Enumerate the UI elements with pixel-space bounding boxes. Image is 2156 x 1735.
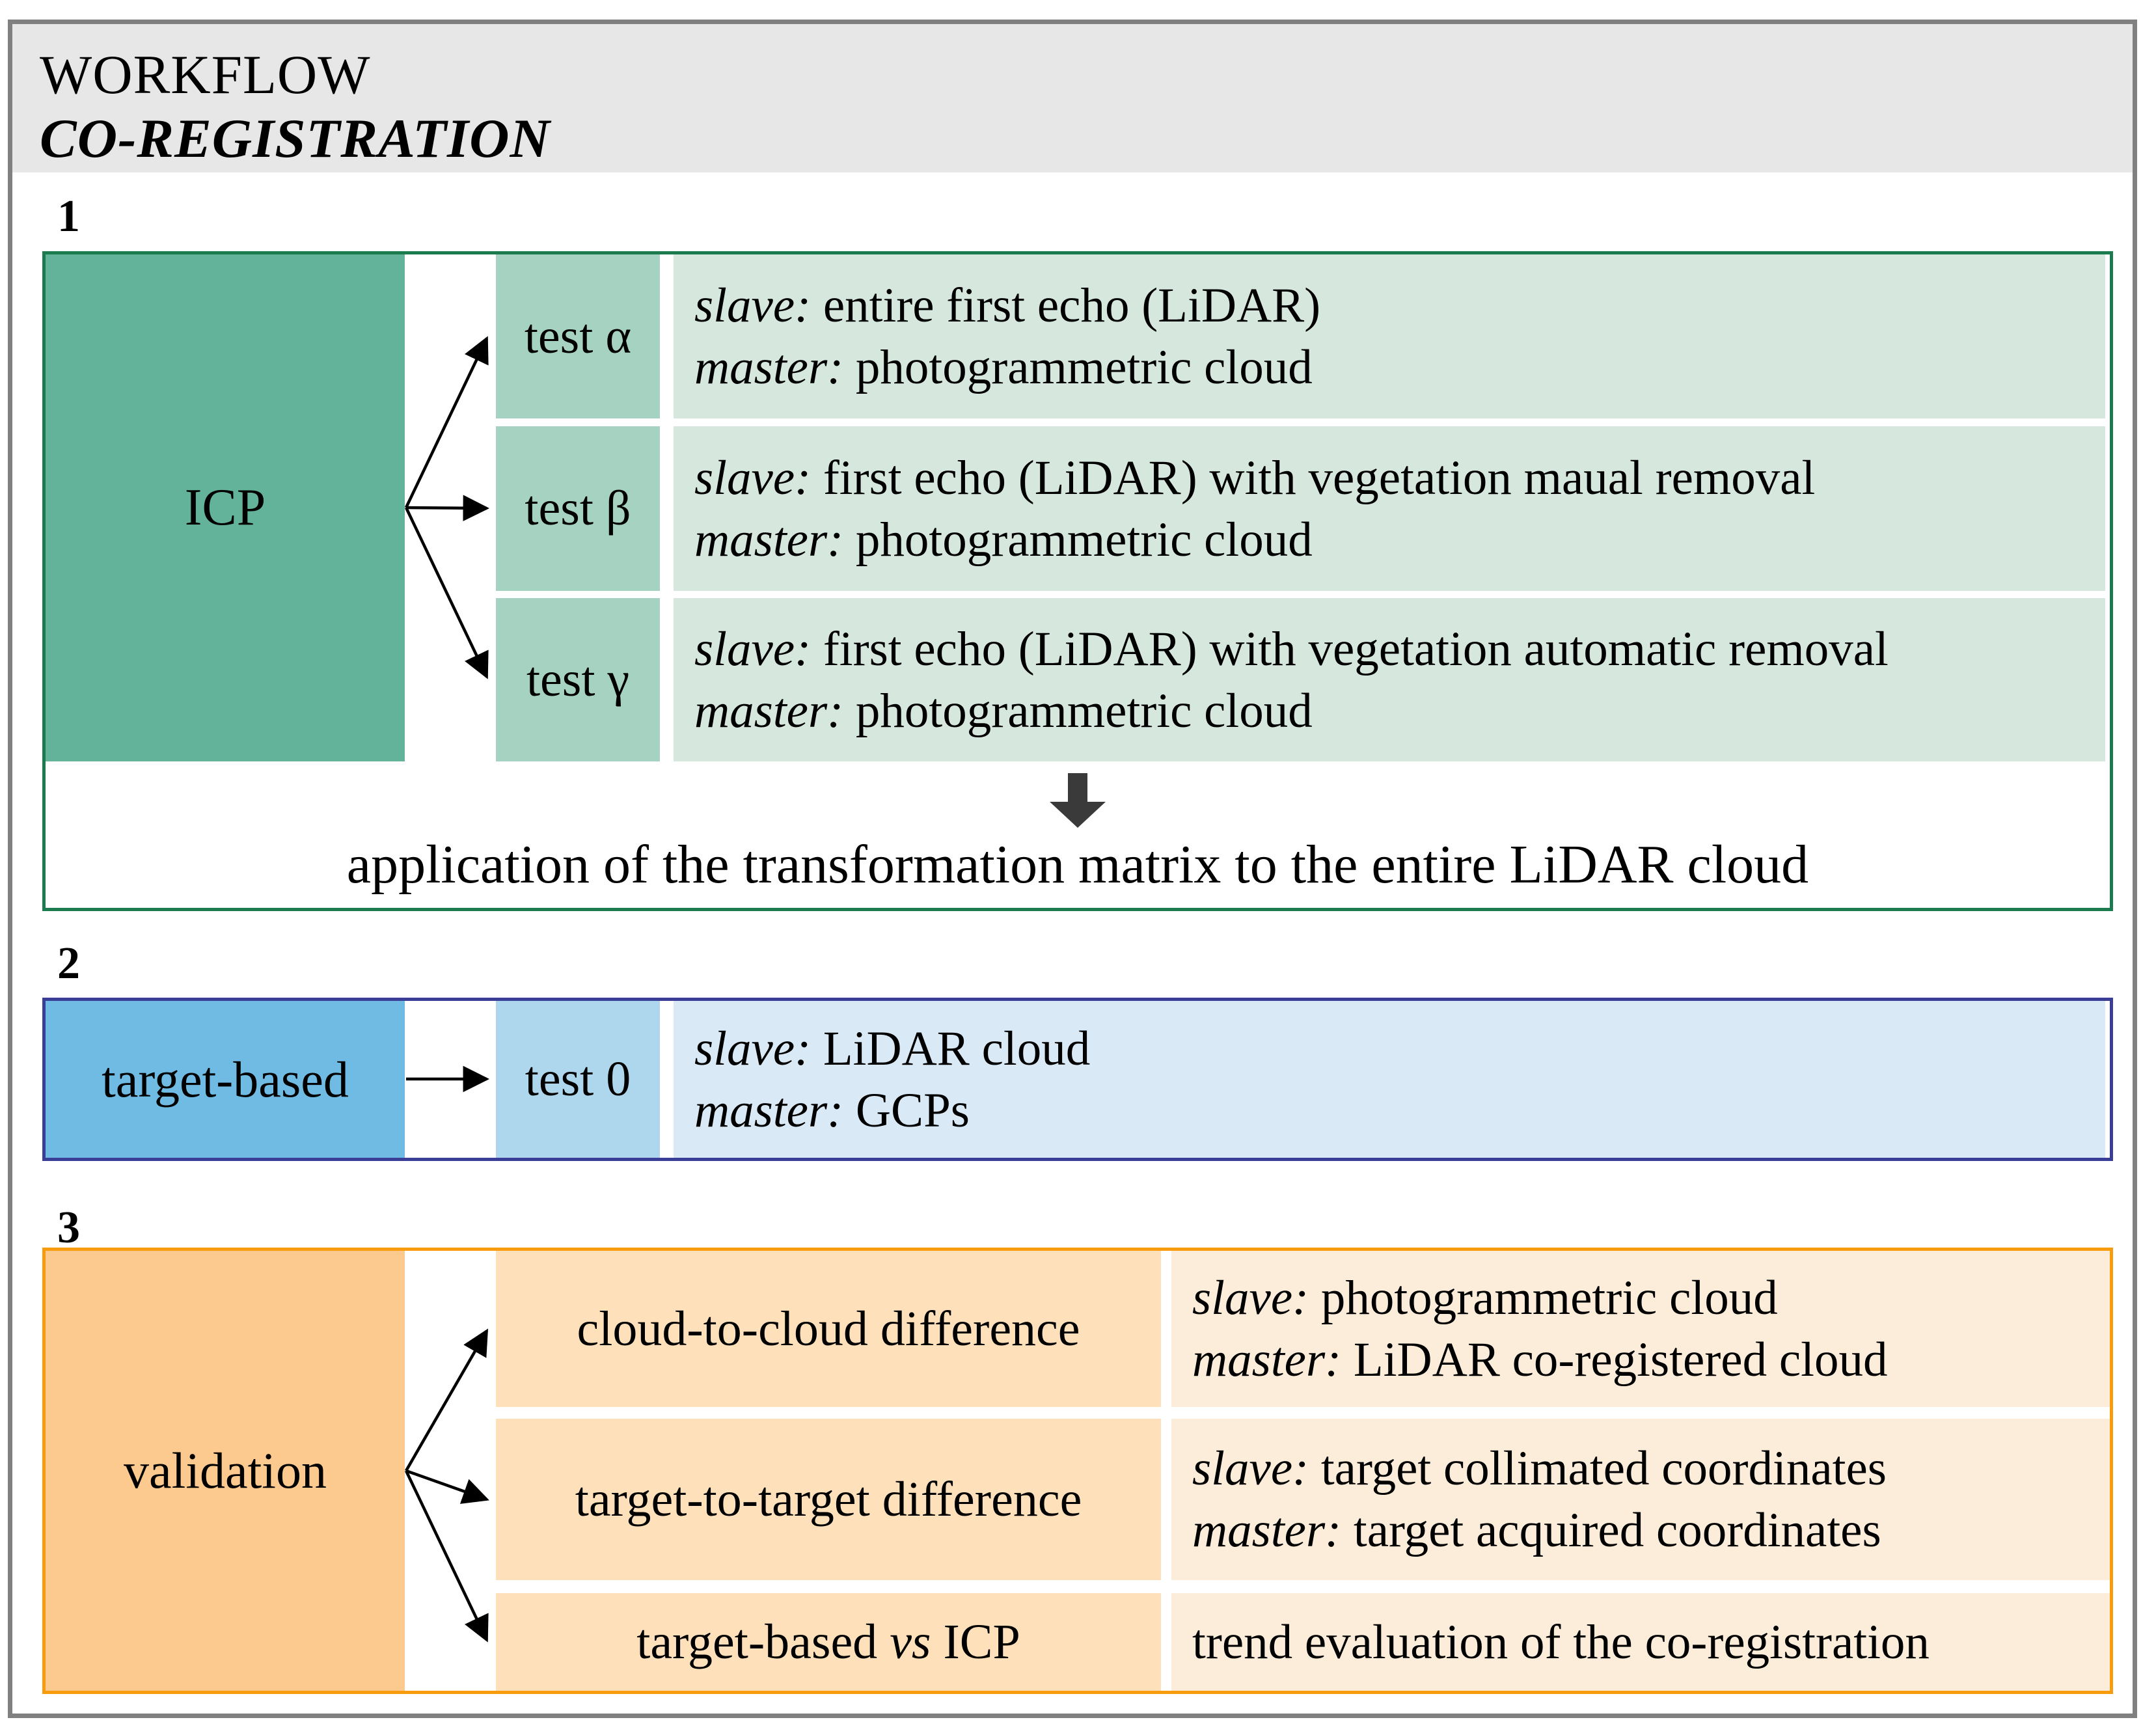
slave-line: slave: first echo (LiDAR) with vegetatio…	[694, 447, 1815, 509]
section1-icp-box: ICP test α test β test γ slave: entire f…	[42, 251, 2113, 911]
master-value: photogrammetric cloud	[855, 683, 1313, 738]
cloud-to-cloud-description: slave: photogrammetric cloud master: LiD…	[1171, 1251, 2110, 1407]
slave-label: slave:	[694, 1021, 812, 1076]
test-beta-label: test β	[525, 481, 631, 536]
master-label: master:	[694, 340, 844, 394]
validation-source-cell: validation	[46, 1251, 405, 1691]
master-line: master: photogrammetric cloud	[694, 680, 1313, 742]
slave-value: entire first echo (LiDAR)	[823, 279, 1321, 333]
test-beta-description: slave: first echo (LiDAR) with vegetatio…	[674, 426, 2105, 591]
target-to-target-cell: target-to-target difference	[496, 1419, 1161, 1580]
test-zero-label: test 0	[525, 1052, 631, 1106]
slave-value: LiDAR cloud	[823, 1021, 1091, 1076]
slave-value: first echo (LiDAR) with vegetation autom…	[823, 622, 1889, 676]
master-value: LiDAR co-registered cloud	[1353, 1333, 1888, 1387]
result-line: trend evaluation of the co-registration	[1192, 1611, 1930, 1673]
target-to-target-description: slave: target collimated coordinates mas…	[1171, 1419, 2110, 1580]
page-title: WORKFLOW	[40, 44, 371, 105]
test-alpha-description: slave: entire first echo (LiDAR) master:…	[674, 254, 2105, 418]
master-value: photogrammetric cloud	[855, 512, 1313, 567]
slave-value: target collimated coordinates	[1320, 1441, 1887, 1496]
slave-label: slave:	[694, 622, 812, 676]
validation-label: validation	[124, 1442, 327, 1499]
test-gamma-description: slave: first echo (LiDAR) with vegetatio…	[674, 598, 2105, 761]
header: WORKFLOW CO-REGISTRATION	[12, 24, 2133, 172]
master-label: master:	[694, 512, 844, 567]
page-subtitle: CO-REGISTRATION	[40, 108, 551, 169]
slave-value: photogrammetric cloud	[1320, 1271, 1778, 1325]
section3-validation-box: validation cloud-to-cloud difference tar…	[42, 1248, 2113, 1694]
cloud-to-cloud-label: cloud-to-cloud difference	[577, 1301, 1080, 1356]
target-based-source-cell: target-based	[46, 1001, 405, 1158]
slave-label: slave:	[1192, 1271, 1309, 1325]
section2-target-based-box: target-based test 0 slave: LiDAR cloud m…	[42, 998, 2113, 1161]
trend-evaluation-description: trend evaluation of the co-registration	[1171, 1593, 2110, 1691]
slave-line: slave: first echo (LiDAR) with vegetatio…	[694, 618, 1889, 680]
icp-source-cell: ICP	[46, 254, 405, 761]
master-label: master:	[1192, 1503, 1342, 1557]
test-alpha-label: test α	[524, 308, 632, 364]
master-label: master:	[1192, 1333, 1342, 1387]
target-based-label: target-based	[102, 1050, 349, 1108]
master-value: photogrammetric cloud	[855, 340, 1313, 394]
master-line: master: photogrammetric cloud	[694, 509, 1313, 571]
master-label: master:	[694, 683, 844, 738]
slave-line: slave: entire first echo (LiDAR)	[694, 275, 1320, 336]
test-zero-description: slave: LiDAR cloud master: GCPs	[674, 1001, 2105, 1158]
section3-number: 3	[57, 1203, 80, 1253]
target-based-vs-icp-cell: target-based vs ICP	[496, 1593, 1161, 1691]
icp-label: ICP	[184, 479, 266, 536]
slave-label: slave:	[1192, 1441, 1309, 1496]
master-line: master: target acquired coordinates	[1192, 1499, 1881, 1561]
master-line: master: photogrammetric cloud	[694, 336, 1313, 398]
test-gamma-cell: test γ	[496, 598, 660, 761]
master-label: master:	[694, 1083, 844, 1138]
test-beta-cell: test β	[496, 426, 660, 591]
test-alpha-cell: test α	[496, 254, 660, 418]
master-value: GCPs	[855, 1083, 970, 1138]
result-note: trend evaluation of the co-registration	[1192, 1615, 1930, 1669]
vs-label: vs	[890, 1614, 931, 1669]
transformation-note: application of the transformation matrix…	[346, 834, 1809, 895]
slave-value: first echo (LiDAR) with vegetation maual…	[823, 450, 1816, 505]
slave-line: slave: target collimated coordinates	[1192, 1438, 1887, 1499]
slave-line: slave: photogrammetric cloud	[1192, 1267, 1778, 1329]
master-line: master: LiDAR co-registered cloud	[1192, 1329, 1887, 1391]
section1-number: 1	[57, 191, 80, 241]
slave-label: slave:	[694, 279, 812, 333]
cloud-to-cloud-cell: cloud-to-cloud difference	[496, 1251, 1161, 1407]
test-gamma-label: test γ	[526, 652, 630, 707]
slave-label: slave:	[694, 450, 812, 505]
slave-line: slave: LiDAR cloud	[694, 1018, 1090, 1080]
method-prefix: target-based	[636, 1614, 878, 1669]
method-suffix: ICP	[943, 1614, 1020, 1669]
section2-number: 2	[57, 938, 80, 989]
master-value: target acquired coordinates	[1353, 1503, 1881, 1557]
test-zero-cell: test 0	[496, 1001, 660, 1158]
master-line: master: GCPs	[694, 1080, 970, 1141]
target-to-target-label: target-to-target difference	[575, 1471, 1082, 1527]
